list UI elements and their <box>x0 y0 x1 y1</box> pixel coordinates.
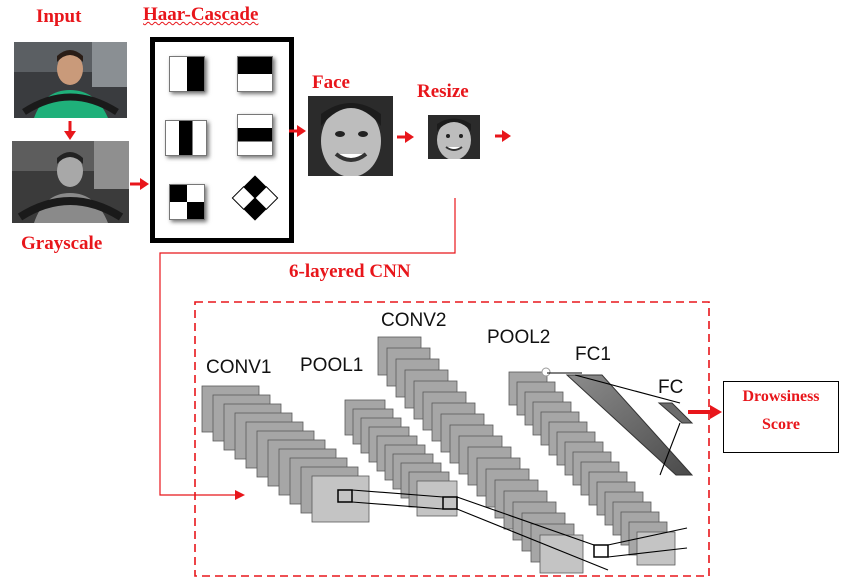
face-label: Face <box>312 72 350 93</box>
grayscale-label: Grayscale <box>21 233 103 254</box>
haar-cascade-panel <box>150 37 294 243</box>
face-crop-image <box>308 96 393 176</box>
cnn-layer-stacks <box>201 336 676 574</box>
driver-photo-image <box>14 42 127 118</box>
fc1-layer <box>565 374 694 476</box>
haar-feature-four-rectangle <box>169 184 205 220</box>
face-image <box>308 96 393 176</box>
layer-connections <box>351 372 688 571</box>
conv2-label: CONV2 <box>381 310 447 331</box>
arrowhead-right-icon <box>297 125 306 137</box>
conv1-stack-map <box>311 475 370 523</box>
resized-face-image <box>428 115 480 159</box>
conv1-label: CONV1 <box>206 357 272 378</box>
arrowhead-right-icon <box>140 178 149 190</box>
output-line2: Score <box>762 416 800 433</box>
pool1-stack-map <box>416 480 458 517</box>
connector-resize-to-cnn <box>159 198 456 496</box>
resize-label: Resize <box>417 81 469 102</box>
selection-handles <box>541 367 551 377</box>
haar-feature-line-horizontal <box>237 114 273 156</box>
pool2-label: POOL2 <box>487 327 551 348</box>
haar-feature-edge-horizontal <box>237 56 273 92</box>
arrowhead-right-icon <box>405 131 414 143</box>
haar-cascade-label: Haar-Cascade <box>143 4 259 25</box>
input-photo <box>14 42 127 118</box>
haar-feature-line-vertical <box>165 120 207 156</box>
fc1-label: FC1 <box>575 344 611 365</box>
pool2-stack-map <box>636 531 676 566</box>
cnn-label: 6-layered CNN <box>289 261 411 282</box>
haar-feature-edge-vertical <box>169 56 205 92</box>
fc-label: FC <box>658 377 684 398</box>
grayscale-driver-image <box>12 141 129 223</box>
output-line1: Drowsiness <box>742 388 820 405</box>
drowsiness-score-box: Drowsiness Score <box>723 381 839 453</box>
fc-layer <box>657 402 694 424</box>
arrowhead-right-icon <box>710 405 722 419</box>
kernel-pool1 <box>442 496 458 510</box>
cnn-frame <box>194 301 710 577</box>
grayscale-photo <box>12 141 129 223</box>
arrowhead-down-icon <box>64 131 76 140</box>
conv2-stack-map <box>539 534 584 574</box>
kernel-conv1 <box>337 489 353 503</box>
pool1-label: POOL1 <box>300 355 364 376</box>
input-label: Input <box>36 6 82 27</box>
arrowhead-right-icon <box>235 490 245 500</box>
arrowhead-right-icon <box>502 130 511 142</box>
kernel-pool2 <box>593 544 609 558</box>
haar-feature-diagonal <box>231 175 279 221</box>
resized-face <box>428 115 480 159</box>
